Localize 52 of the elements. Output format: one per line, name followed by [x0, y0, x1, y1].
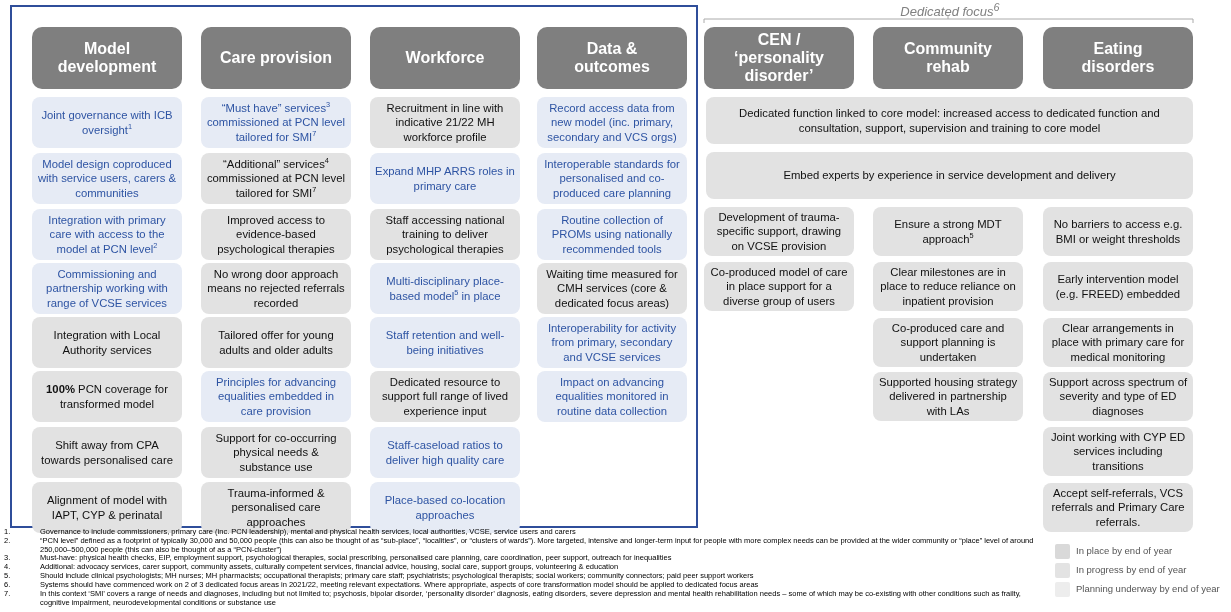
item-box: Staff accessing national training to deliver psychological therapies: [370, 209, 520, 260]
item-box: Waiting time measured for CMH services (core & dedicated focus areas): [537, 263, 687, 314]
item-box: Dedicated function linked to core model: increased access to dedicated function and consultation, support, supervision and training to core model: [706, 97, 1193, 144]
item-box: Early intervention model (e.g. FREED) embedded: [1043, 262, 1193, 311]
column-heading: Workforce: [370, 27, 520, 89]
item-box: Co-produced model of care in place support for a diverse group of users: [704, 262, 854, 311]
item-box: Multi-disciplinary place-based model$^{5}$ in place: [370, 263, 520, 314]
item-box: Shift away from CPA towards personalised care: [32, 427, 182, 478]
item-box: Support across spectrum of severity and type of ED diagnoses: [1043, 372, 1193, 421]
item-box: Integration with Local Authority services: [32, 317, 182, 368]
item-box: Record access data from new model (inc. primary, secondary and VCS orgs): [537, 97, 687, 148]
item-box: Joint working with CYP ED services including transitions: [1043, 427, 1193, 476]
item-box: Tailored offer for young adults and older adults: [201, 317, 351, 368]
column-heading: Eating disorders: [1043, 27, 1193, 89]
section-caption: Dedicated focus$^{6}$: [899, 0, 1001, 20]
item-box: “Additional” services$^{4}$ commissioned at PCN level tailored for SMI$^{7}$: [201, 153, 351, 204]
legend-label: In place by end of year: [1076, 545, 1173, 556]
item-box: Improved access to evidence-based psychological therapies: [201, 209, 351, 260]
column-heading: Model development: [32, 27, 182, 89]
item-box: Clear arrangements in place with primary care for medical monitoring: [1043, 318, 1193, 367]
item-box: Supported housing strategy delivered in partnership with LAs: [873, 372, 1023, 421]
item-box: No barriers to access e.g. BMI or weight thresholds: [1043, 207, 1193, 256]
item-box: Expand MHP ARRS roles in primary care: [370, 153, 520, 204]
column-heading: Community rehab: [873, 27, 1023, 89]
item-box: Dedicated resource to support full range of lived experience input: [370, 371, 520, 422]
item-box: Integration with primary care with access to the model at PCN level$^{2}$: [32, 209, 182, 260]
item-box: Joint governance with ICB oversight$^{1}$: [32, 97, 182, 148]
item-box: Interoperable standards for personalised and co-produced care planning: [537, 153, 687, 204]
item-box: Recruitment in line with indicative 21/22 MH workforce profile: [370, 97, 520, 148]
item-box: Co-produced care and support planning is undertaken: [873, 318, 1023, 367]
item-box: Impact on advancing equalities monitored in routine data collection: [537, 371, 687, 422]
item-box: Commissioning and partnership working with range of VCSE services: [32, 263, 182, 314]
item-box: Staff-caseload ratios to deliver high quality care: [370, 427, 520, 478]
item-box: Accept self-referrals, VCS referrals and Primary Care referrals.: [1043, 483, 1193, 532]
item-box: Staff retention and well-being initiatives: [370, 317, 520, 368]
legend-label: Planning underway by end of year: [1076, 583, 1220, 594]
column-heading: CEN / ‘personality disorder’: [704, 27, 854, 89]
item-box: Development of trauma-specific support, drawing on VCSE provision: [704, 207, 854, 256]
item-box: Principles for advancing equalities embedded in care provision: [201, 371, 351, 422]
item-box: Clear milestones are in place to reduce reliance on inpatient provision: [873, 262, 1023, 311]
item-box: Interoperability for activity from primary, secondary and VCSE services: [537, 317, 687, 368]
item-box: No wrong door approach means no rejected referrals recorded: [201, 263, 351, 314]
item-box: 100% PCN coverage for transformed model: [32, 371, 182, 422]
item-box: Ensure a strong MDT approach$^{5}$: [873, 207, 1023, 256]
legend-label: In progress by end of year: [1076, 564, 1187, 575]
item-box: Support for co-occurring physical needs & substance use: [201, 427, 351, 478]
column-heading: Care provision: [201, 27, 351, 89]
item-box: Embed experts by experience in service development and delivery: [706, 152, 1193, 199]
item-box: Routine collection of PROMs using nationally recommended tools: [537, 209, 687, 260]
item-box: Model design coproduced with service users, carers & communities: [32, 153, 182, 204]
item-box: “Must have” services$^{3}$ commissioned at PCN level tailored for SMI$^{7}$: [201, 97, 351, 148]
column-heading: Data & outcomes: [537, 27, 687, 89]
